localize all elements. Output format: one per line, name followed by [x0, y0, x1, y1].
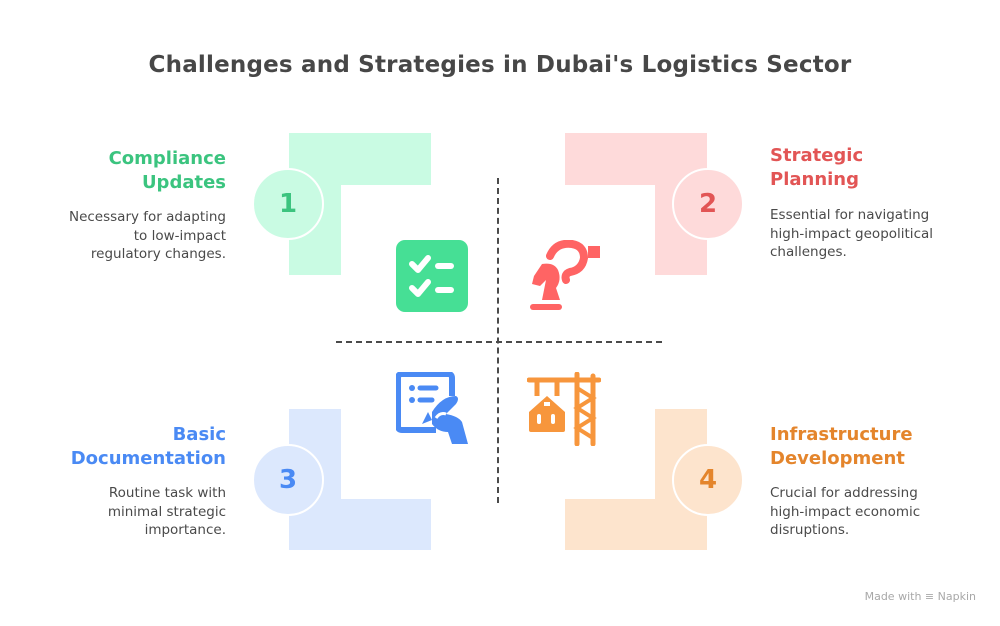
chess-robot-arm-icon — [530, 240, 600, 310]
quadrant-1-heading-line1: Compliance — [108, 148, 226, 169]
page-title: Challenges and Strategies in Dubai's Log… — [148, 52, 852, 78]
quadrant-4-heading-line2: Development — [770, 448, 905, 469]
quadrant-2-number: 2 — [698, 189, 718, 219]
quadrant-2-heading: Strategic Planning — [770, 144, 863, 192]
quadrant-1-desc-line3: regulatory changes. — [90, 246, 226, 262]
quadrant-1-description: Necessary for adapting to low-impact reg… — [69, 208, 226, 264]
footer-attribution: Made with ≡ Napkin — [865, 590, 976, 603]
quadrant-3-number: 3 — [278, 465, 298, 495]
quadrant-4-heading-line1: Infrastructure — [770, 424, 913, 445]
quadrant-2-desc-line2: high-impact geopolitical — [770, 225, 934, 242]
quadrant-4-desc-line3: disruptions. — [770, 522, 850, 538]
quadrant-1-heading: Compliance Updates — [109, 147, 226, 195]
quadrant-4-desc-line1: Crucial for addressing — [770, 485, 918, 501]
quadrant-3-desc-line2: minimal strategic — [107, 503, 226, 520]
vertical-axis-divider — [497, 178, 499, 503]
quadrant-3-number-badge: 3 — [252, 444, 324, 516]
checklist-icon — [396, 240, 468, 312]
quadrant-2-desc-line1: Essential for navigating — [770, 207, 930, 223]
document-signing-icon — [396, 372, 468, 444]
footer-made-with: Made with — [864, 590, 922, 603]
quadrant-4-heading: Infrastructure Development — [770, 423, 913, 471]
quadrant-4-desc-line2: high-impact economic — [770, 503, 921, 520]
quadrant-1-heading-line2: Updates — [141, 172, 226, 193]
quadrant-3-desc-line1: Routine task with — [108, 485, 226, 501]
quadrant-1-number: 1 — [278, 189, 298, 219]
quadrant-2-desc-line3: challenges. — [770, 244, 847, 260]
napkin-logo-icon: ≡ — [924, 590, 935, 603]
quadrant-4-number-badge: 4 — [672, 444, 744, 516]
quadrant-1-desc-line2: to low-impact — [133, 227, 226, 244]
quadrant-2-number-badge: 2 — [672, 168, 744, 240]
quadrant-3-desc-line3: importance. — [144, 522, 226, 538]
horizontal-axis-divider — [336, 341, 662, 343]
quadrant-2-heading-line2: Planning — [770, 169, 860, 190]
quadrant-2-description: Essential for navigating high-impact geo… — [770, 206, 933, 262]
footer-brand: Napkin — [937, 590, 976, 603]
quadrant-1-desc-line1: Necessary for adapting — [68, 209, 226, 225]
quadrant-4-shape-bottom — [565, 499, 707, 550]
quadrant-3-heading-line2: Documentation — [70, 448, 226, 469]
quadrant-1-number-badge: 1 — [252, 168, 324, 240]
quadrant-3-description: Routine task with minimal strategic impo… — [108, 484, 226, 540]
quadrant-3-shape-bottom — [289, 499, 431, 550]
quadrant-4-description: Crucial for addressing high-impact econo… — [770, 484, 920, 540]
quadrant-3-heading-line1: Basic — [172, 424, 226, 445]
construction-crane-icon — [527, 372, 601, 446]
quadrant-3-heading: Basic Documentation — [71, 423, 226, 471]
quadrant-4-number: 4 — [698, 465, 718, 495]
quadrant-2-heading-line1: Strategic — [770, 145, 864, 166]
